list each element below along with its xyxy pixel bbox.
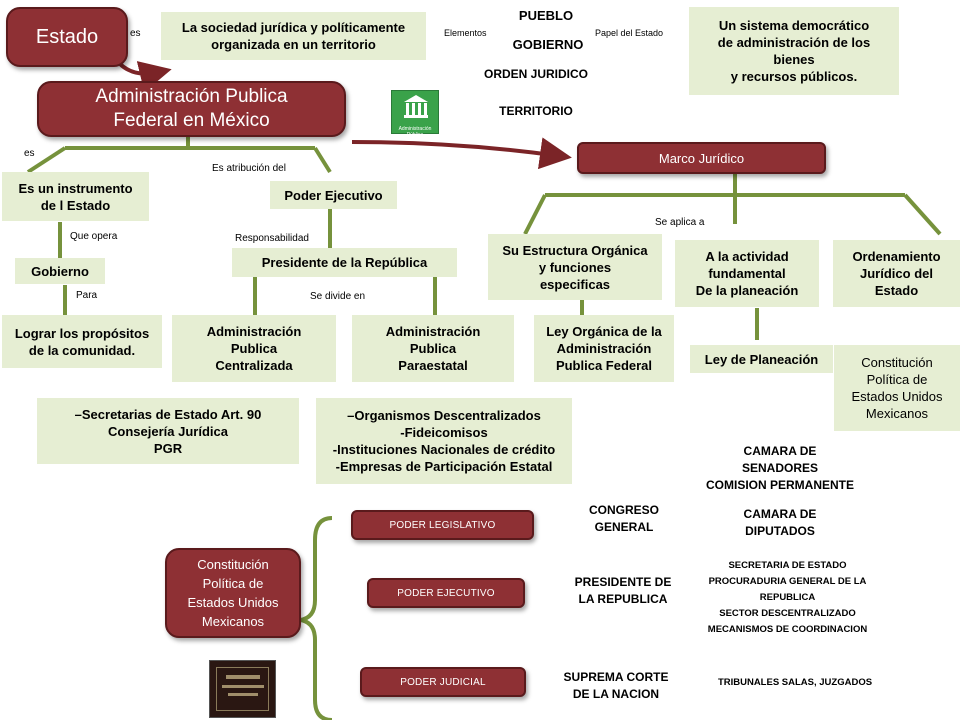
paraestatal-list: –Organismos Descentralizados -Fideicomis… [316, 398, 572, 484]
element-gobierno: GOBIERNO [512, 37, 584, 52]
constitucion-poderes-box: Constitución Política de Estados Unidos … [165, 548, 301, 638]
gobierno-box: Gobierno [15, 258, 105, 284]
poder-ejecutivo-red-box: PODER EJECUTIVO [367, 578, 525, 608]
congreso-general: CONGRESO GENERAL [588, 503, 659, 534]
estructura-box: Su Estructura Orgánica y funciones espec… [488, 234, 662, 300]
papel-label: Papel del Estado [595, 28, 664, 38]
constitucion-poderes-title: Constitución Política de Estados Unidos … [187, 557, 279, 629]
suprema-corte: SUPREMA CORTE DE LA NACION [563, 670, 669, 701]
element-orden-juridico: ORDEN JURIDICO [483, 67, 588, 81]
constitucion-marco-box: Constitución Política de Estados Unidos … [834, 345, 960, 431]
camara-diputados: CAMARA DE DIPUTADOS [743, 507, 817, 538]
marco-juridico-box: Marco Jurídico [577, 142, 826, 174]
para-label: Para [76, 290, 98, 301]
poder-ejecutivo-box: Poder Ejecutivo [270, 181, 397, 209]
constitution-book-icon [209, 660, 276, 718]
logo-caption: Administración Pública [398, 126, 432, 138]
estado-arrow [118, 61, 172, 93]
ejecutivo-list: SECRETARIA DE ESTADO PROCURADURIA GENERA… [707, 560, 868, 635]
apf-title-box: Administración Publica Federal en México [37, 81, 346, 137]
ley-organica-box: Ley Orgánica de la Administración Public… [534, 315, 674, 382]
responsabilidad-label: Responsabilidad [235, 233, 309, 244]
ordenamiento-box: Ordenamiento Jurídico del Estado [833, 240, 960, 307]
presidente-republica: PRESIDENTE DE LA REPUBLICA [574, 575, 672, 606]
poder-legislativo-label: PODER LEGISLATIVO [389, 519, 496, 531]
poder-judicial-box: PODER JUDICIAL [360, 667, 526, 697]
element-territorio: TERRITORIO [499, 104, 573, 118]
estado-definition: La sociedad jurídica y políticamente org… [161, 12, 426, 60]
element-pueblo: PUEBLO [518, 8, 574, 23]
tribunales: TRIBUNALES SALAS, JUZGADOS [717, 677, 873, 688]
poder-ejecutivo-label: PODER EJECUTIVO [397, 587, 495, 599]
estado-title: Estado [35, 26, 99, 48]
centralizada-box: Administración Publica Centralizada [172, 315, 336, 382]
apf-title: Administración Publica Federal en México [95, 86, 288, 131]
estado-title-box: Estado [6, 7, 128, 67]
poderes-brace [299, 516, 333, 720]
elementos-label: Elementos [444, 28, 487, 38]
centralizada-list: –Secretarias de Estado Art. 90 Consejerí… [37, 398, 299, 464]
marco-arrow [351, 137, 572, 170]
camara-senadores: CAMARA DE SENADORES COMISION PERMANENTE [705, 444, 854, 492]
papel-estado-text: Un sistema democrático de administración… [689, 7, 899, 95]
estado-es-label: es [130, 28, 141, 39]
atribucion-label: Es atribución del [212, 163, 286, 174]
marco-juridico-title: Marco Jurídico [658, 150, 745, 166]
paraestatal-box: Administración Publica Paraestatal [352, 315, 514, 382]
poder-judicial-label: PODER JUDICIAL [400, 676, 486, 688]
poder-legislativo-box: PODER LEGISLATIVO [351, 510, 534, 540]
building-icon: Administración Pública [391, 90, 439, 138]
se-aplica-label: Se aplica a [655, 217, 705, 228]
que-opera-label: Que opera [70, 231, 118, 242]
ley-planeacion-box: Ley de Planeación [690, 345, 833, 373]
actividad-box: A la actividad fundamental De la planeac… [675, 240, 819, 307]
apf-es-label: es [24, 148, 35, 159]
se-divide-label: Se divide en [310, 291, 366, 302]
presidente-box: Presidente de la República [232, 248, 457, 277]
instrumento-box: Es un instrumento de l Estado [2, 172, 149, 221]
proposito-box: Lograr los propósitos de la comunidad. [2, 315, 162, 368]
